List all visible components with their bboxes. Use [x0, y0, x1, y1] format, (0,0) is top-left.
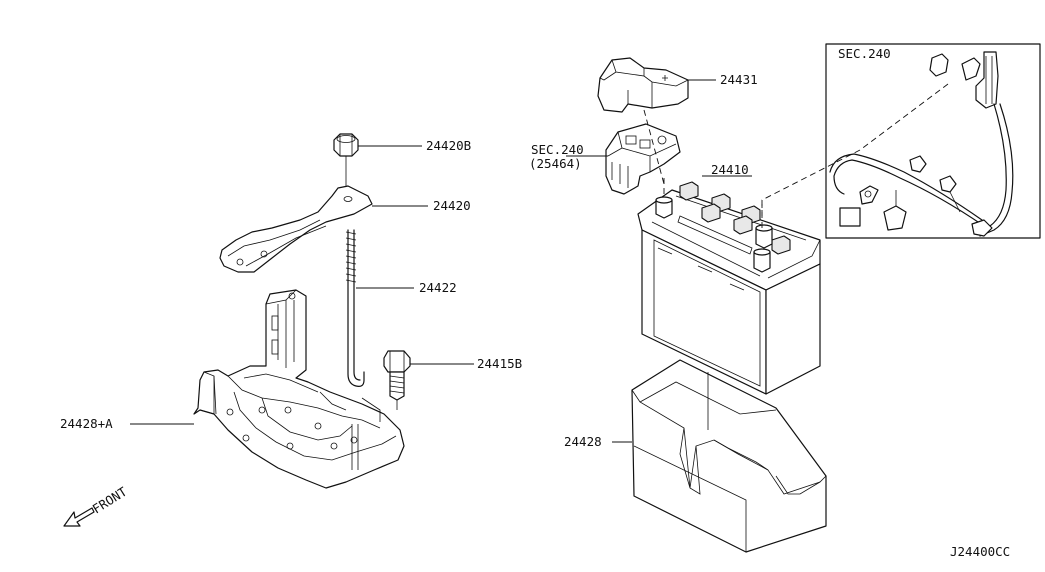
front-label: FRONT [90, 484, 130, 517]
callout-24420: 24420 [433, 198, 471, 213]
terminal-clamp-icon [929, 53, 949, 77]
callout-24428: 24428 [564, 434, 602, 449]
inset-cable-box [825, 43, 1041, 239]
terminal-cover-24431 [597, 57, 689, 113]
inset-sec240-label: SEC.240 [838, 46, 891, 61]
callout-24431: 24431 [720, 72, 758, 87]
callout-24415b: 24415B [477, 356, 522, 371]
bolt-small-icon [909, 155, 927, 173]
callout-sec240-code: (25464) [529, 156, 582, 171]
nut-24420b [333, 133, 359, 196]
callout-sec240: SEC.240 [531, 142, 584, 157]
front-arrow-icon [63, 507, 95, 527]
callout-24410: 24410 [711, 162, 749, 177]
tray-support-24428a [193, 289, 405, 489]
fusible-link-block [605, 123, 681, 195]
inset-frame [825, 43, 1041, 239]
battery-cell-caps [679, 181, 791, 255]
diagram-id: J24400CC [950, 544, 1010, 559]
rod-24422 [345, 229, 365, 387]
bolt-24415b [383, 350, 411, 410]
callout-24428a: 24428+A [60, 416, 113, 431]
bracket-24420 [219, 185, 373, 273]
dash-cover-to-terminal [643, 109, 665, 185]
battery-tray-24428 [631, 359, 827, 553]
callout-24420b: 24420B [426, 138, 471, 153]
battery-terminal-posts [655, 196, 773, 273]
battery-24410 [637, 181, 821, 395]
callout-24422: 24422 [419, 280, 457, 295]
